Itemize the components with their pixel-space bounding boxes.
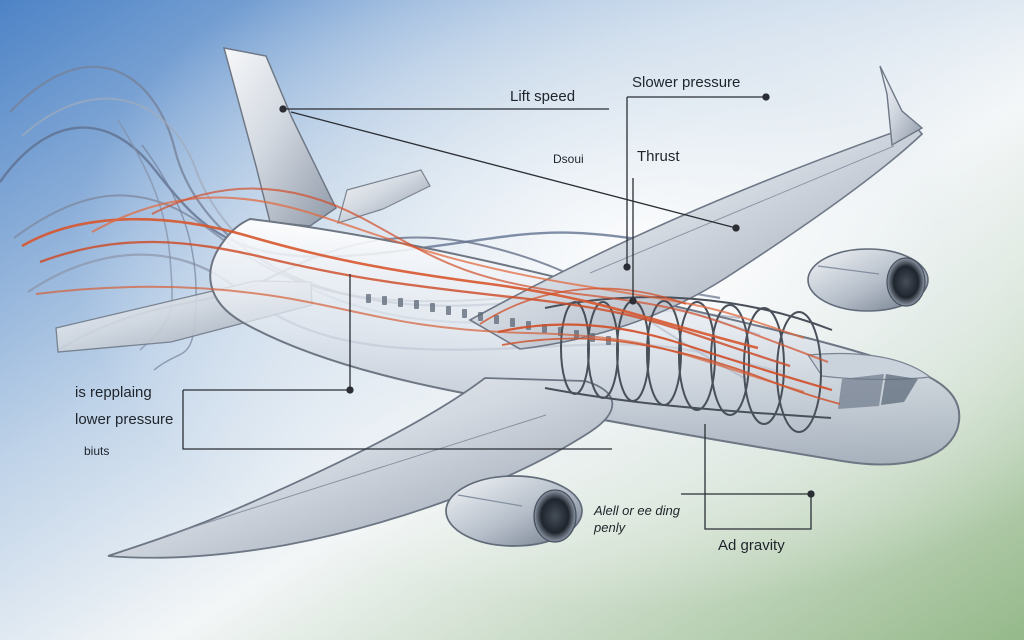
thrust-label: Thrust	[637, 148, 680, 165]
dsoui-wing-dot	[732, 224, 740, 232]
cockpit-window	[838, 374, 884, 409]
dsoui-wing-leader	[290, 111, 737, 229]
left-wing	[107, 377, 614, 559]
right-jet-engine	[807, 248, 929, 312]
dsoui-label: Dsoui	[553, 152, 584, 166]
left-jet-engine	[445, 475, 583, 547]
aleli-label-line1: Alell or ee ding	[593, 503, 681, 518]
is-repplaing-label: is repplaing	[75, 384, 152, 401]
ad-gravity-label: Ad gravity	[718, 537, 785, 554]
cockpit-window-front	[881, 374, 918, 405]
rear-horizontal-stabilizer	[337, 169, 431, 224]
lower-pressure-bottom-leader	[182, 390, 612, 450]
aleli-label-line2: penly	[593, 520, 627, 535]
slower-pressure-lower-dot	[623, 263, 631, 271]
gravity-leader	[681, 424, 812, 530]
airflow-streams-icon	[21, 187, 841, 405]
lower-pressure-label: lower pressure	[75, 411, 173, 428]
lift-speed-label: Lift speed	[510, 88, 575, 105]
slower-pressure-label: Slower pressure	[632, 74, 740, 91]
right-winglet	[879, 65, 924, 147]
diagram-labels: Lift speed Slower pressure Dsoui Thrust …	[75, 74, 785, 554]
thrust-dot	[629, 297, 637, 305]
right-wing-detail-line	[589, 145, 895, 274]
gravity-dot	[807, 490, 815, 498]
left-wing-detail-line	[164, 414, 547, 537]
lift-speed-dot	[279, 105, 287, 113]
leader-lines	[182, 93, 815, 530]
biuts-label: biuts	[84, 444, 109, 458]
lower-pressure-dot	[346, 386, 354, 394]
airplane-illustration	[55, 47, 961, 559]
slower-pressure-dot	[762, 93, 770, 101]
